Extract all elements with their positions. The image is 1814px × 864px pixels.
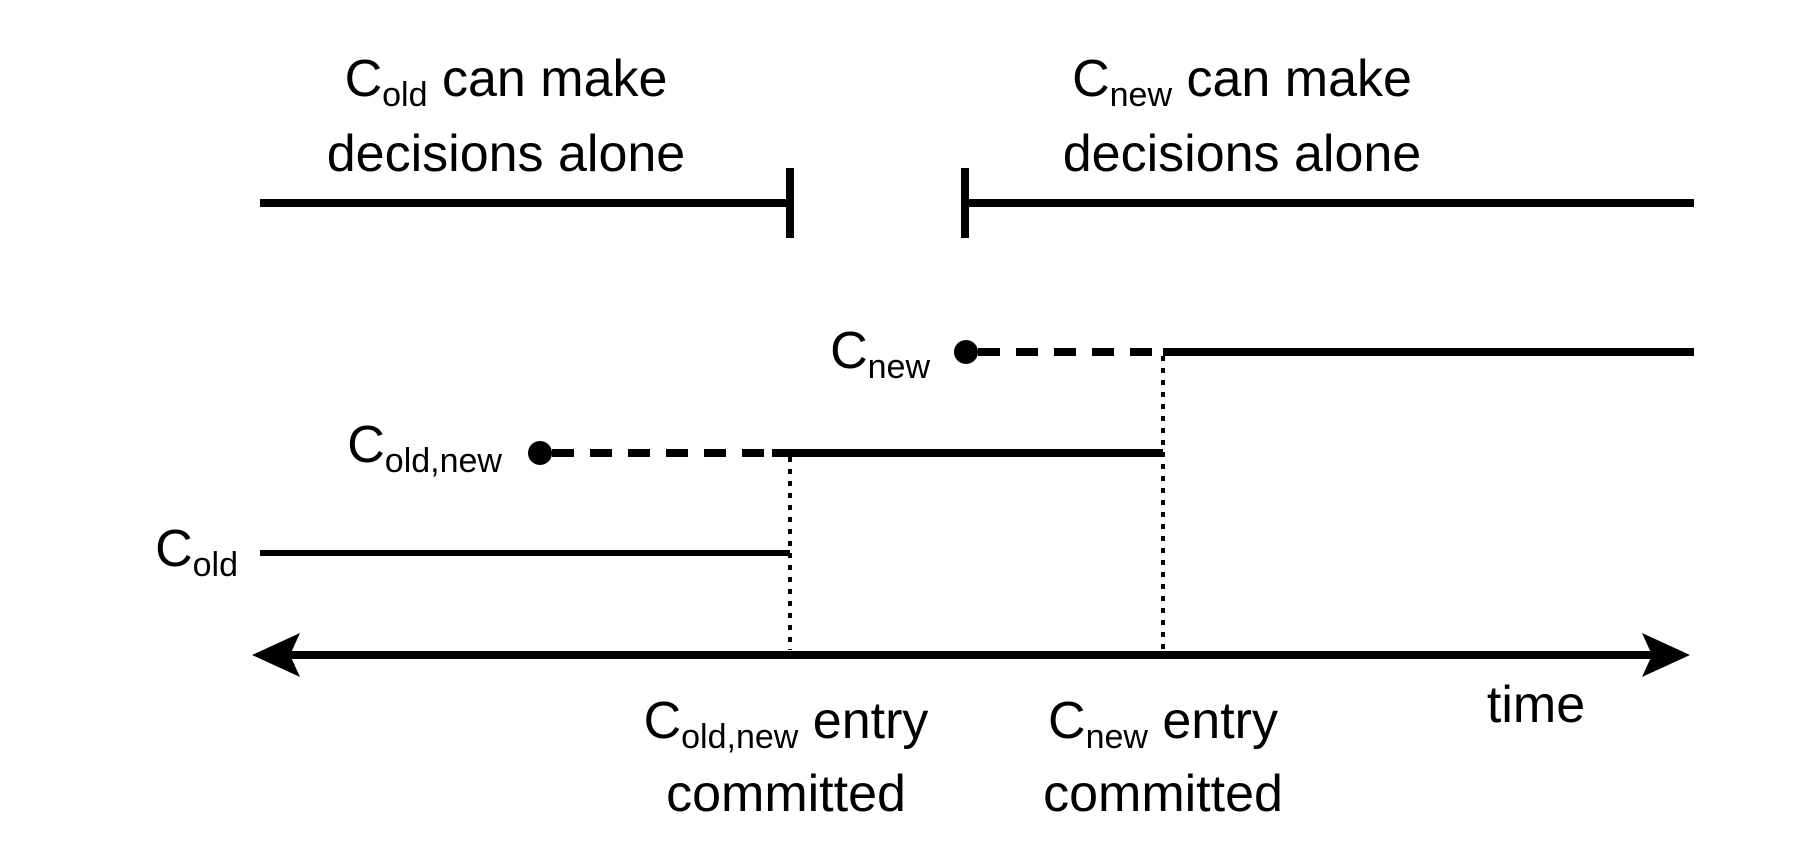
new-decision-line1-rest: can make	[1172, 50, 1412, 108]
old-decision-interval	[260, 168, 794, 238]
c-old-subscript: old	[193, 546, 238, 584]
c-new-symbol: C	[830, 322, 868, 380]
c-old-row: Cold	[155, 520, 790, 584]
old-new-commit-subscript: old,new	[681, 718, 799, 756]
c-new-label: Cnew	[830, 322, 930, 386]
new-commit-line1-rest: entry	[1148, 692, 1278, 750]
old-decision-line1-rest: can make	[428, 50, 668, 108]
time-axis-left-arrowhead	[252, 633, 300, 677]
new-commit-symbol: C	[1048, 692, 1086, 750]
c-new-row: Cnew	[830, 322, 1694, 386]
c-old-label: Cold	[155, 520, 238, 584]
time-axis-right-arrowhead	[1642, 633, 1690, 677]
c-new-subscript: new	[868, 348, 931, 386]
c-old-new-start-dot	[528, 441, 552, 465]
time-axis-label: time	[1487, 676, 1585, 734]
c-new-start-dot	[954, 340, 978, 364]
c-old-new-symbol: C	[347, 416, 385, 474]
new-commit-label-line1: Cnew entry	[1048, 692, 1278, 756]
c-old-symbol: C	[155, 520, 193, 578]
c-old-new-label: Cold,new	[347, 416, 502, 480]
new-decision-subscript: new	[1110, 76, 1173, 114]
new-commit-subscript: new	[1086, 718, 1149, 756]
new-commit-label-line2: committed	[1043, 765, 1283, 823]
new-decision-label-line2: decisions alone	[1063, 125, 1421, 183]
old-new-commit-symbol: C	[644, 692, 682, 750]
c-old-new-subscript: old,new	[385, 442, 503, 480]
c-old-new-row: Cold,new	[347, 416, 1163, 480]
time-axis: time	[252, 633, 1690, 734]
new-decision-label-line1: Cnew can make	[1072, 50, 1412, 114]
new-decision-interval	[961, 168, 1694, 238]
old-decision-label-line2: decisions alone	[327, 125, 685, 183]
old-decision-symbol: C	[345, 50, 383, 108]
new-decision-symbol: C	[1072, 50, 1110, 108]
old-decision-label-line1: Cold can make	[345, 50, 668, 114]
old-decision-subscript: old	[382, 76, 427, 114]
old-new-commit-line1-rest: entry	[798, 692, 928, 750]
old-new-commit-label-line1: Cold,new entry	[644, 692, 929, 756]
old-new-commit-label-line2: committed	[666, 765, 906, 823]
